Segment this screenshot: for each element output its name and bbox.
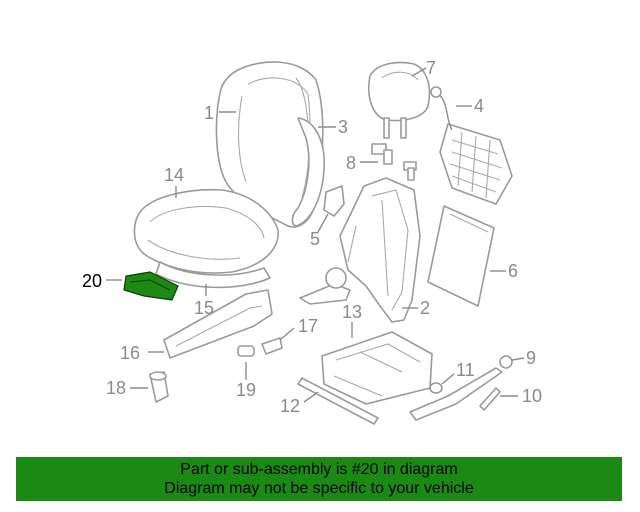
seat-back-trim bbox=[291, 117, 325, 227]
callout-6: 6 bbox=[508, 261, 518, 281]
callout-10: 10 bbox=[522, 386, 542, 406]
knob-18 bbox=[149, 371, 169, 403]
headrest bbox=[368, 61, 431, 139]
leader-lines bbox=[106, 67, 525, 403]
callout-5: 5 bbox=[310, 229, 320, 249]
callout-12: 12 bbox=[280, 396, 300, 416]
back-panel bbox=[427, 205, 495, 307]
callout-9: 9 bbox=[526, 348, 536, 368]
recliner-bracket bbox=[323, 185, 345, 217]
seat-cushion-frame bbox=[321, 331, 433, 405]
cap-19 bbox=[237, 345, 255, 357]
callout-18: 18 bbox=[106, 378, 126, 398]
callout-17: 17 bbox=[298, 316, 318, 336]
callout-7: 7 bbox=[426, 58, 436, 78]
banner-line-1: Part or sub-assembly is #20 in diagram bbox=[180, 461, 458, 478]
lumbar-support bbox=[430, 86, 513, 205]
callout-1: 1 bbox=[204, 103, 214, 123]
side-shield bbox=[163, 289, 273, 359]
callout-3: 3 bbox=[338, 117, 348, 137]
banner-line-2: Diagram may not be specific to your vehi… bbox=[164, 480, 474, 497]
callout-16: 16 bbox=[120, 343, 140, 363]
clip-17 bbox=[261, 337, 283, 355]
callout-2: 2 bbox=[420, 298, 430, 318]
handle-9 bbox=[409, 355, 513, 421]
seat-cushion bbox=[133, 188, 279, 274]
callout-20[interactable]: 20 bbox=[82, 271, 102, 291]
rod-12 bbox=[297, 377, 379, 425]
seat-back-frame bbox=[299, 177, 421, 323]
headrest-guides bbox=[371, 143, 417, 181]
callout-15: 15 bbox=[194, 298, 214, 318]
callout-13: 13 bbox=[342, 302, 362, 322]
callout-19: 19 bbox=[236, 380, 256, 400]
callout-11: 11 bbox=[456, 360, 475, 380]
washer-11 bbox=[429, 382, 443, 394]
callout-4: 4 bbox=[474, 96, 484, 116]
info-banner: Part or sub-assembly is #20 in diagram D… bbox=[16, 457, 622, 501]
callout-14: 14 bbox=[164, 165, 184, 185]
highlighted-part-20[interactable] bbox=[123, 271, 179, 301]
callout-8: 8 bbox=[346, 153, 356, 173]
bolt-10 bbox=[479, 387, 501, 411]
seat-cushion-trim bbox=[155, 261, 271, 289]
